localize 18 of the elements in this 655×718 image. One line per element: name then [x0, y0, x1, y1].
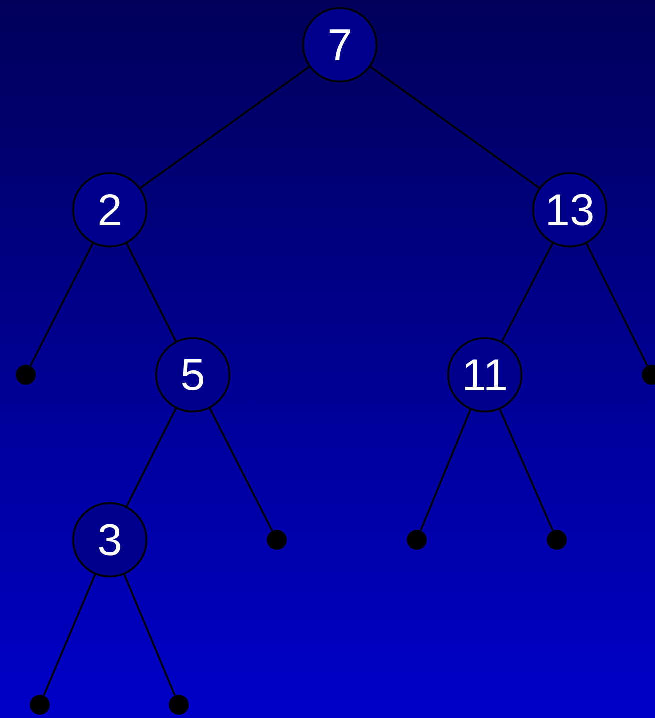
tree-edge [370, 66, 540, 189]
tree-edge [586, 243, 648, 366]
tree-edge [140, 66, 310, 189]
tree-edge [43, 574, 96, 696]
tree-edge [501, 243, 554, 342]
leaf-dot [30, 695, 50, 715]
tree-edge [499, 409, 554, 531]
leaf-dot [267, 530, 287, 550]
leaf-dot [169, 695, 189, 715]
tree-edge [30, 243, 94, 366]
tree-edge [124, 574, 176, 696]
leaf-dot [547, 530, 567, 550]
tree-edge [420, 409, 472, 531]
leaf-dot [16, 365, 36, 385]
leaf-dot [407, 530, 427, 550]
tree-edge [126, 243, 177, 342]
tree-edge [209, 408, 274, 532]
tree-edge [126, 408, 177, 507]
